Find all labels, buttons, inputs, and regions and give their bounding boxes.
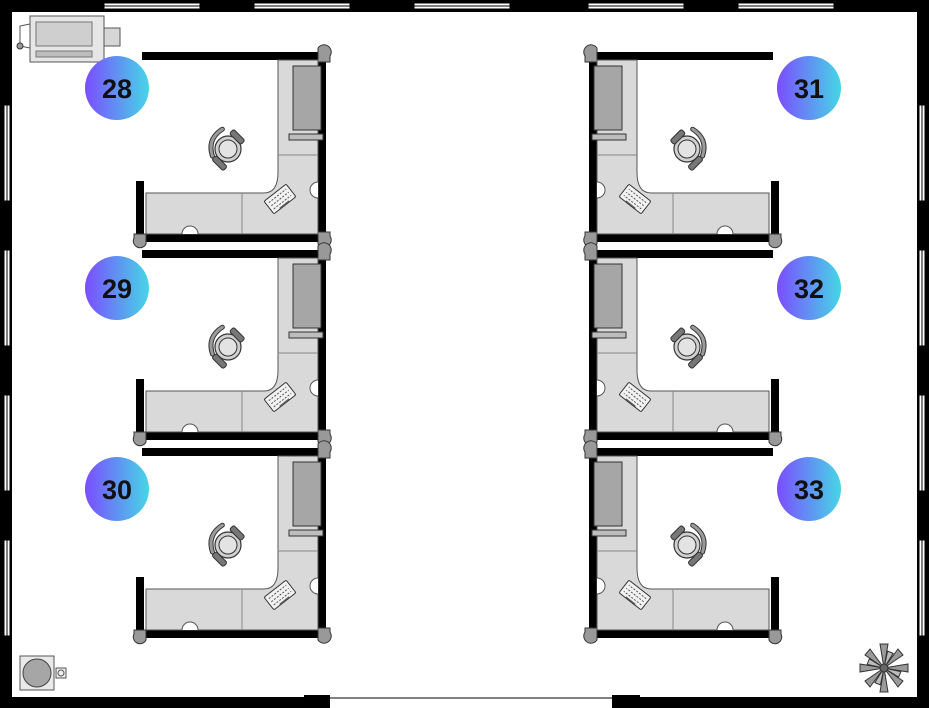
workstation xyxy=(584,243,782,446)
desk-number: 33 xyxy=(794,475,824,505)
wastebasket-icon xyxy=(19,655,67,691)
desk-badge[interactable]: 30 xyxy=(85,457,149,521)
desk-number: 30 xyxy=(102,475,132,505)
window-icon xyxy=(3,104,11,637)
desk-number: 29 xyxy=(102,274,132,304)
window-icon xyxy=(918,104,926,637)
printer-icon xyxy=(16,15,121,63)
desk-number: 28 xyxy=(102,74,132,104)
desk-badge[interactable]: 32 xyxy=(777,256,841,320)
desk-badge[interactable]: 29 xyxy=(85,256,149,320)
workstation xyxy=(133,243,331,446)
desk-number: 31 xyxy=(794,74,824,104)
workstation xyxy=(584,45,782,248)
workstation xyxy=(584,441,782,644)
plant-icon xyxy=(859,643,909,693)
workstation xyxy=(133,441,331,644)
door-opening xyxy=(304,695,640,708)
desk-badge[interactable]: 31 xyxy=(777,56,841,120)
window-icon xyxy=(103,2,835,10)
desk-number: 32 xyxy=(794,274,824,304)
desk-badge[interactable]: 28 xyxy=(85,56,149,120)
desk-badge[interactable]: 33 xyxy=(777,457,841,521)
workstation xyxy=(133,45,331,248)
